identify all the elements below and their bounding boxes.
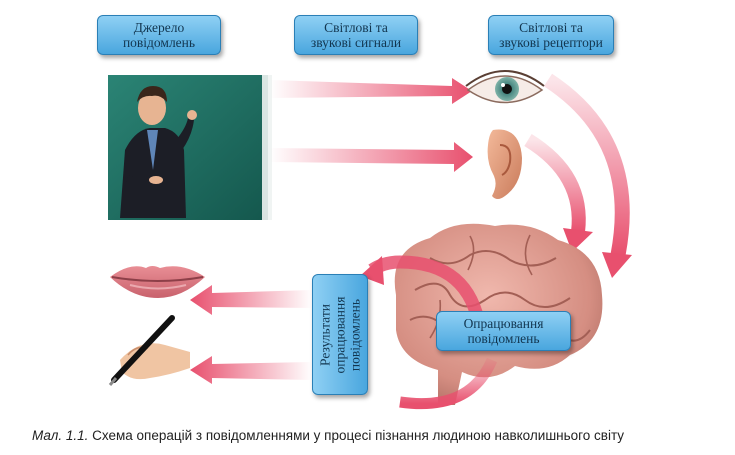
- arrow-results-to-lips: [190, 285, 312, 315]
- results-label-line-1: Результати: [318, 296, 333, 373]
- source-label-line-1: Джерело: [134, 20, 185, 35]
- signals-label-line-1: Світлові та: [324, 20, 388, 35]
- source-label-box: Джерело повідомлень: [97, 15, 221, 55]
- processing-label-line-1: Опрацювання: [464, 316, 544, 331]
- ear-icon: [488, 130, 522, 199]
- lips-icon: [110, 266, 205, 298]
- figure-caption: Мал. 1.1. Схема операцій з повідомленням…: [32, 428, 624, 443]
- eye-icon: [466, 71, 544, 103]
- arrow-results-to-hand: [190, 356, 312, 384]
- caption-text: Схема операцій з повідомленнями у процес…: [88, 428, 624, 443]
- receptors-label-line-2: звукові рецептори: [499, 35, 603, 50]
- signals-label-line-2: звукові сигнали: [311, 35, 401, 50]
- arrow-board-to-ear: [270, 142, 473, 172]
- hand-writing-icon: [110, 318, 190, 385]
- results-label-line-3: повідомлень: [348, 296, 363, 373]
- receptors-label-box: Світлові та звукові рецептори: [488, 15, 614, 55]
- arrow-board-to-eye: [270, 78, 472, 104]
- processing-label-box: Опрацювання повідомлень: [436, 311, 571, 351]
- results-label-box: Результати опрацювання повідомлень: [312, 274, 368, 395]
- results-label-line-2: опрацювання: [333, 296, 348, 373]
- processing-label-line-2: повідомлень: [467, 331, 539, 346]
- teacher-at-blackboard-image: [108, 75, 272, 220]
- source-label-line-2: повідомлень: [123, 35, 195, 50]
- receptors-label-line-1: Світлові та: [519, 20, 583, 35]
- arrow-eye-to-brain-head: [602, 252, 632, 278]
- arrow-ear-to-brain: [528, 140, 579, 232]
- signals-label-box: Світлові та звукові сигнали: [294, 15, 418, 55]
- caption-prefix: Мал. 1.1.: [32, 428, 88, 443]
